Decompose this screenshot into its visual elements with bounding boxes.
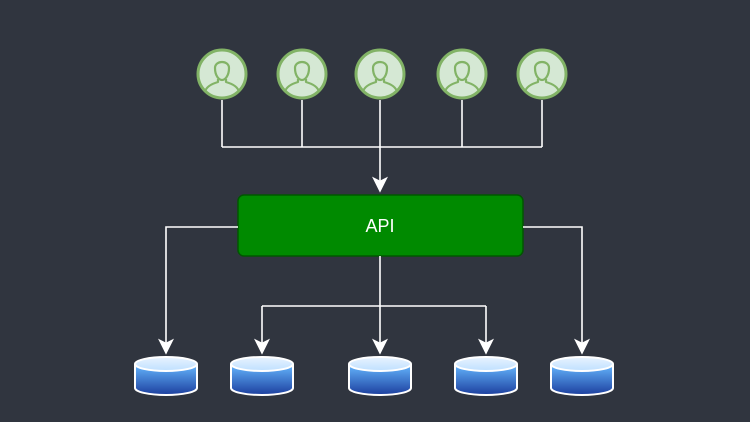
- user-icon: [516, 48, 568, 100]
- database-icon: [134, 356, 198, 396]
- user-connectors: [221, 100, 543, 193]
- user-icon: [354, 48, 406, 100]
- users-group: [196, 48, 568, 100]
- user-icon: [196, 48, 248, 100]
- databases-group: [134, 356, 614, 396]
- connector-api-to-db-5: [523, 226, 590, 355]
- user-icon: [436, 48, 488, 100]
- user-icon: [276, 48, 328, 100]
- database-icon: [230, 356, 294, 396]
- database-icon: [348, 356, 412, 396]
- database-icon: [550, 356, 614, 396]
- api-node: API: [237, 194, 524, 257]
- database-connectors: [158, 226, 590, 355]
- database-icon: [454, 356, 518, 396]
- connector-api-to-db-1: [158, 226, 238, 355]
- api-label: API: [365, 216, 394, 236]
